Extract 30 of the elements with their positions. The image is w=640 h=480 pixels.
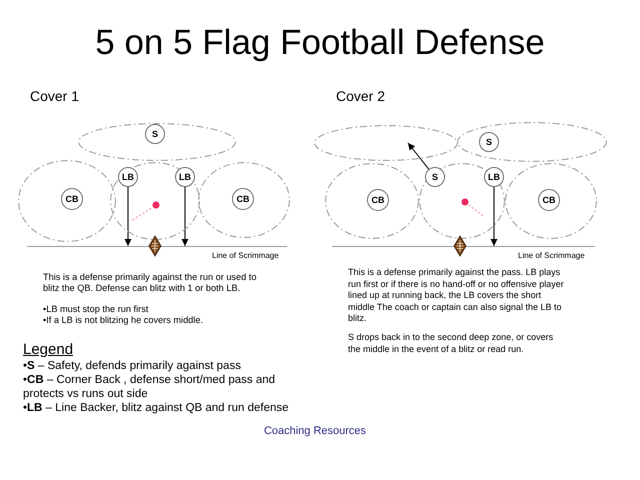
zone-ellipse: [198, 162, 290, 238]
panel-heading: Cover 2: [336, 87, 386, 106]
scrimmage-label: Line of Scrimmage: [212, 250, 279, 262]
zone-ellipse: [314, 125, 458, 161]
legend-heading: Legend: [23, 340, 74, 360]
panel-heading: Cover 1: [30, 87, 80, 106]
zone-ellipse: [505, 163, 597, 239]
description-text: This is a defense primarily against the pass. LB plays run first or if there is no hand-off or no offensive player lined up at running back, the LB covers the short middle The coach or captain can also signal the LB to blitz.: [348, 267, 565, 324]
zone-ellipse: [457, 122, 607, 162]
description-text: This is a defense primarily against the run or used to blitz the QB. Defense can blitz with 1 or both LB.: [43, 272, 258, 294]
zone-ellipse: [78, 123, 236, 161]
arrow: [408, 142, 430, 170]
scrimmage-line: [332, 246, 595, 247]
zone-ellipse: [325, 163, 419, 239]
legend-item: •CB – Corner Back , defense short/med pass and protects vs runs out side: [23, 373, 276, 401]
footer-text: Coaching Resources: [264, 424, 366, 439]
legend-item: •LB – Line Backer, blitz against QB and run defense: [23, 401, 290, 415]
description-text: S drops back in to the second deep zone, or covers the middle in the event of a blitz or read run.: [348, 332, 554, 355]
bullet-text: •LB must stop the run first: [43, 304, 148, 315]
title: 5 on 5 Flag Football Defense: [95, 23, 545, 63]
zone-ellipse: [110, 162, 200, 240]
arrow: [182, 186, 188, 246]
legend-item: •S – Safety, defends primarily against pass: [23, 359, 242, 373]
arrow: [490, 186, 498, 246]
scrimmage-line: [27, 246, 287, 247]
zone-ellipse: [18, 160, 116, 242]
zone-ellipse: [419, 163, 505, 239]
arrow: [124, 186, 132, 246]
bullet-text: •If a LB is not blitzing he covers middle.: [43, 315, 203, 326]
scrimmage-label: Line of Scrimmage: [518, 250, 585, 262]
